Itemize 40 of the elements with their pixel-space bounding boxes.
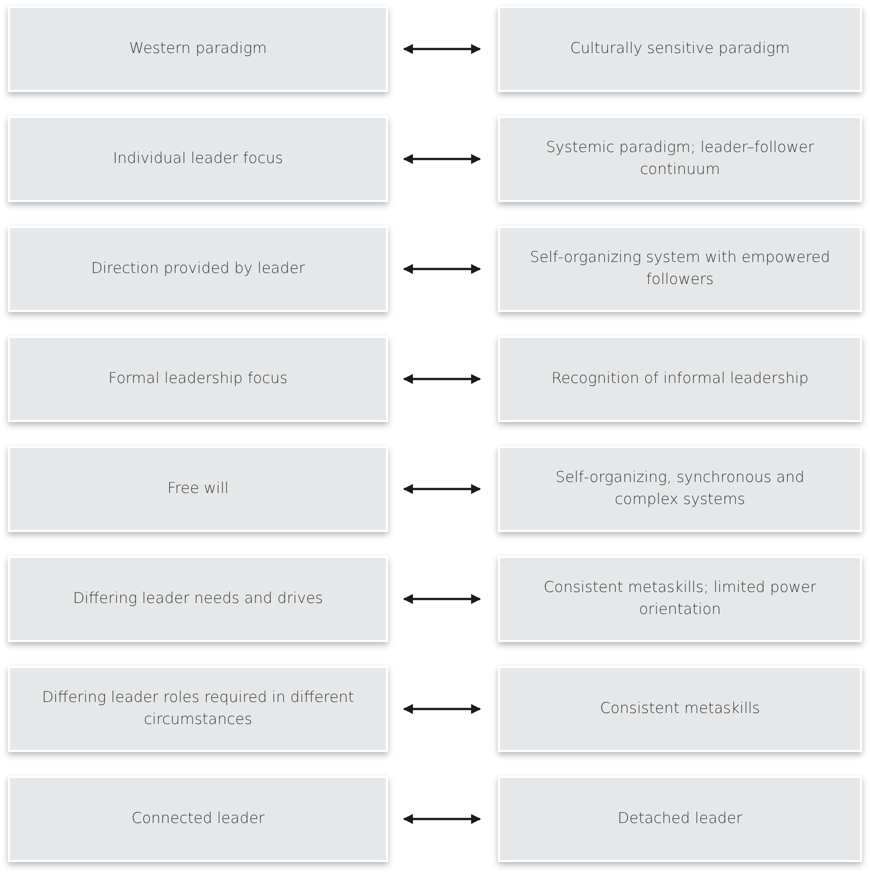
box-label: Connected leader (131, 808, 265, 830)
box-label: Self-organizing system with empowered followers (528, 247, 832, 290)
text-box (8, 6, 388, 92)
box-label: Differing leader needs and drives (73, 588, 323, 610)
double-arrow (403, 704, 481, 714)
text-box (498, 226, 862, 312)
text-box (498, 446, 862, 532)
text-box (8, 336, 388, 422)
box-label: Consistent metaskills (600, 698, 760, 720)
text-box (498, 666, 862, 752)
box-label: Individual leader focus (112, 148, 284, 170)
text-box (8, 666, 388, 752)
double-arrow (403, 44, 481, 54)
double-arrow (403, 154, 481, 164)
box-label: Culturally sensitive paradigm (570, 38, 790, 60)
text-box (8, 556, 388, 642)
double-arrow (403, 484, 481, 494)
text-box (8, 116, 388, 202)
text-box (8, 446, 388, 532)
box-label: Self-organizing, synchronous and complex systems (554, 467, 806, 510)
box-label: Direction provided by leader (91, 258, 305, 280)
box-label: Western paradigm (129, 38, 267, 60)
box-label: Consistent metaskills; limited power orientation (542, 577, 818, 620)
text-box (498, 556, 862, 642)
text-box (8, 776, 388, 862)
text-box (498, 116, 862, 202)
box-label: Detached leader (618, 808, 742, 830)
double-arrow (403, 594, 481, 604)
box-label: Systemic paradigm; leader–follower continuum (545, 137, 815, 180)
box-label: Free will (167, 478, 229, 500)
double-arrow (403, 374, 481, 384)
text-box (498, 776, 862, 862)
text-box (498, 6, 862, 92)
box-label: Formal leadership focus (108, 368, 288, 390)
double-arrow (403, 814, 481, 824)
box-label: Differing leader roles required in different circumstances (41, 687, 355, 730)
box-label: Recognition of informal leadership (551, 368, 809, 390)
text-box (8, 226, 388, 312)
text-box (498, 336, 862, 422)
double-arrow (403, 264, 481, 274)
